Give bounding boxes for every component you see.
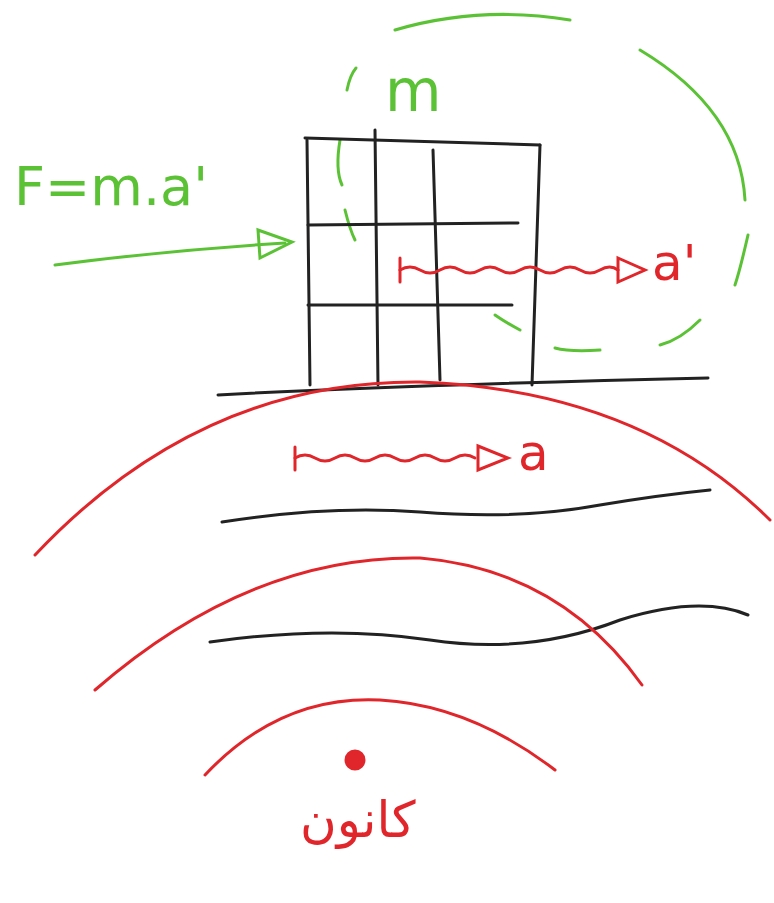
ground-acceleration-label: a [518, 428, 549, 478]
acceleration-label: a' [652, 238, 696, 288]
building [218, 130, 708, 395]
mass-region [338, 14, 748, 350]
force-arrow [55, 230, 292, 265]
focus-label: کانون [300, 795, 416, 845]
force-formula: F=m.a' [14, 160, 208, 214]
seismic-waves [35, 382, 770, 775]
mass-label: m [385, 62, 442, 120]
ground-acceleration-arrow [295, 446, 508, 470]
acceleration-arrow [400, 258, 645, 282]
